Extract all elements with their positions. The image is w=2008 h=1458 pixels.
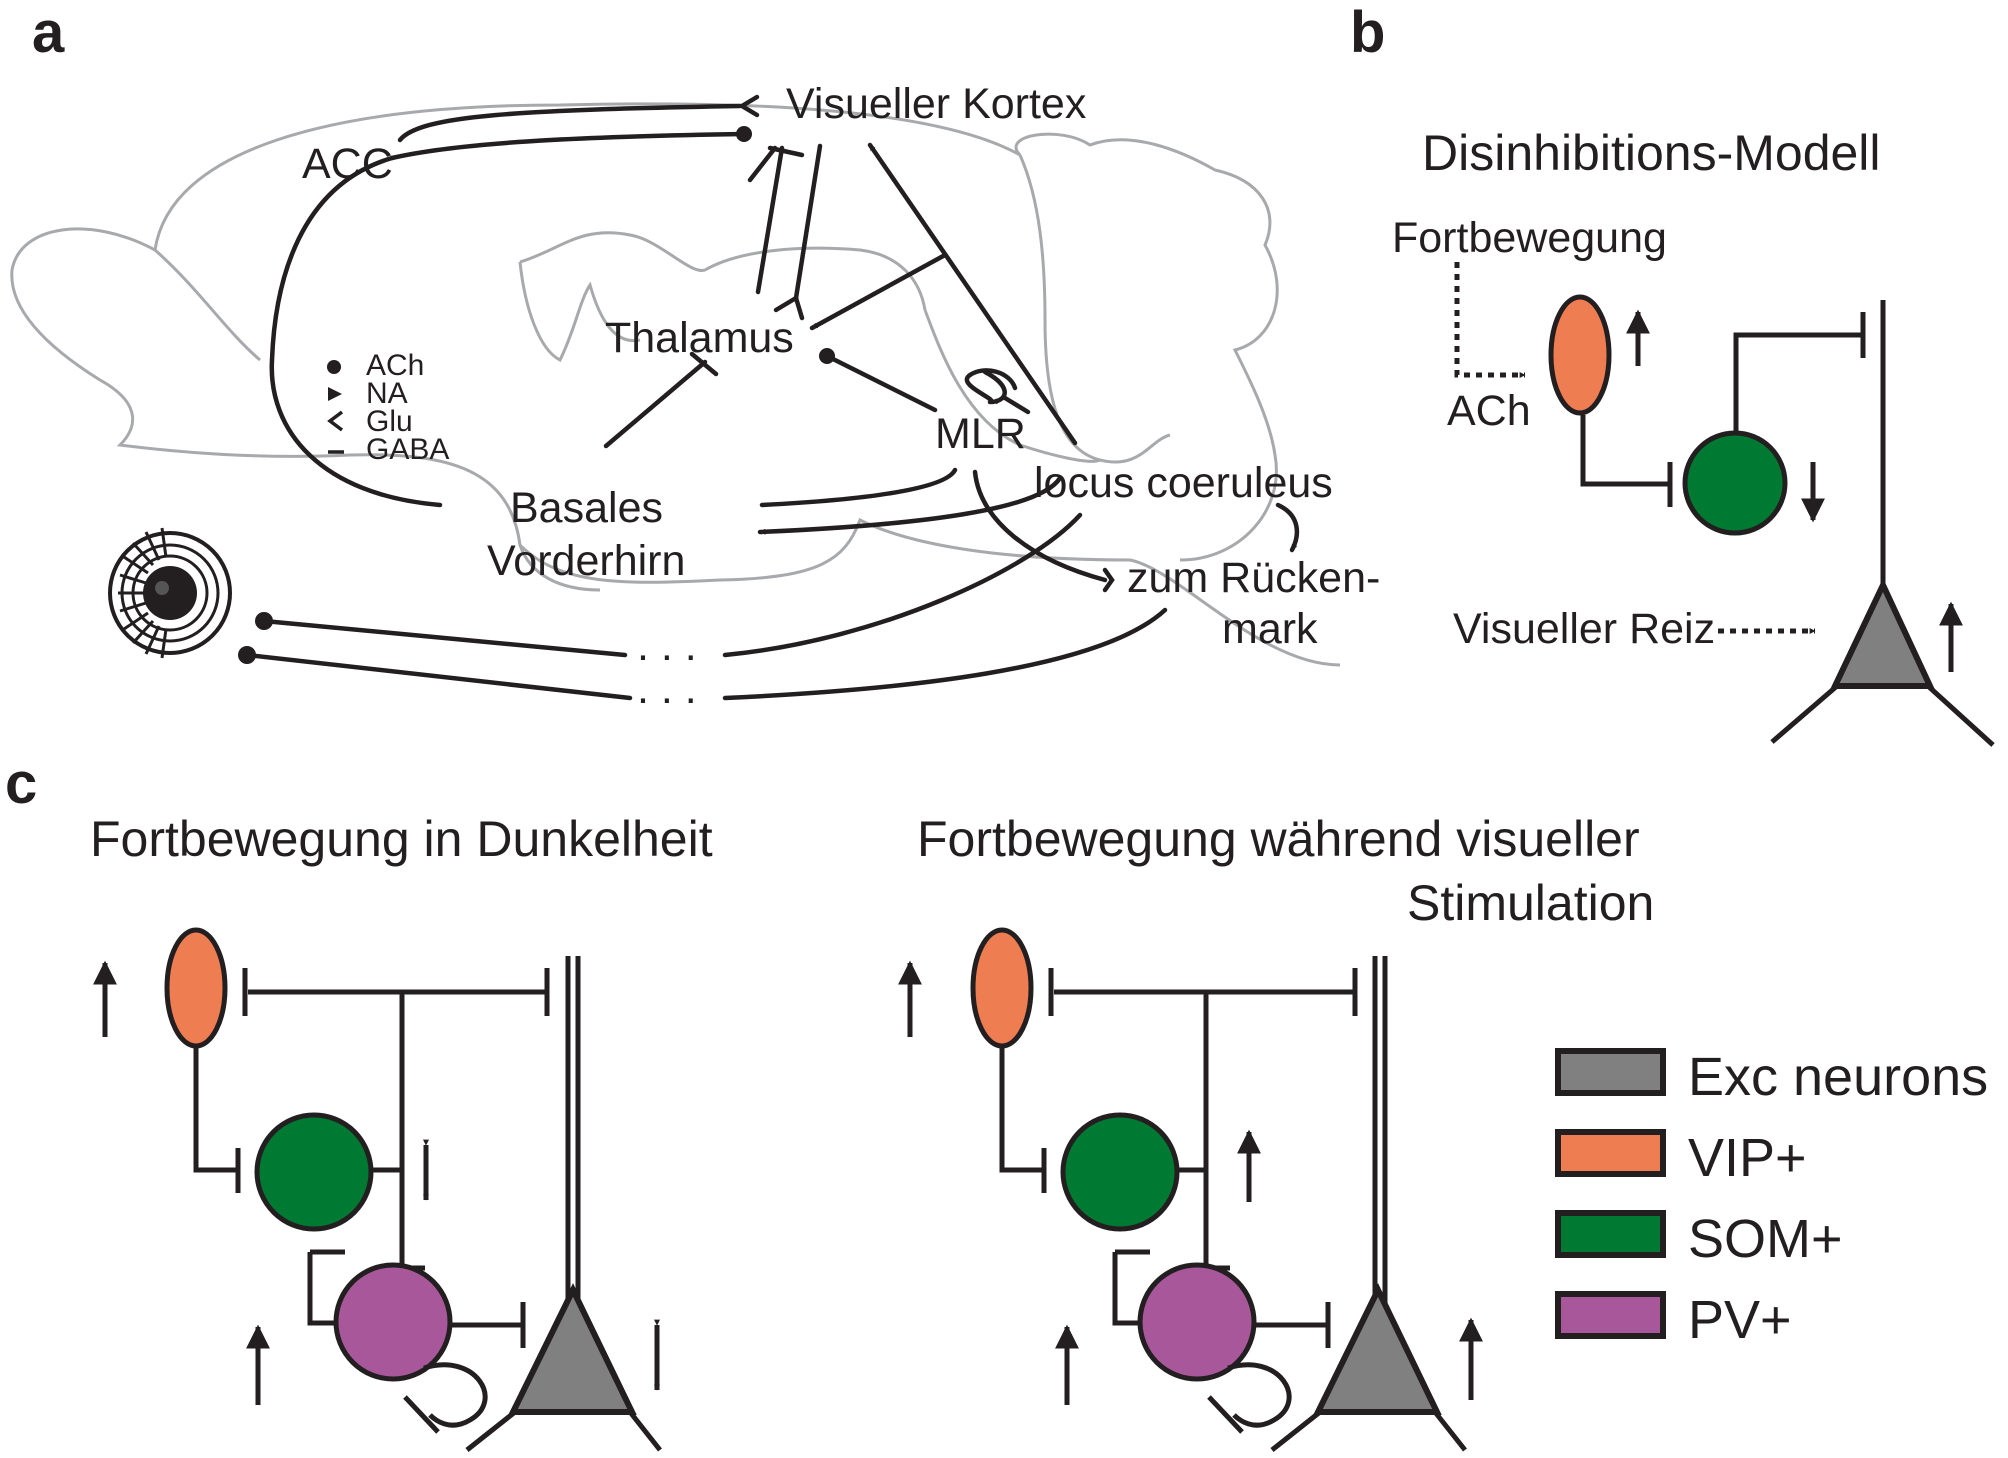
panel-b-letter: b (1350, 0, 1385, 65)
mlr-label: MLR (935, 410, 1026, 458)
legend-glu-label: Glu (366, 405, 413, 438)
ellipsis-lower: . . . (637, 665, 697, 713)
glu-chevron-icon (327, 410, 344, 432)
som-neuron-b (1682, 430, 1788, 536)
legend-swatch-vip (1555, 1129, 1666, 1177)
panel-c-letter: c (5, 751, 37, 816)
legend-ach-label: ACh (366, 349, 424, 382)
retina (108, 527, 232, 659)
legend-label-exc: Exc neurons (1688, 1047, 1988, 1107)
exc-neuron-b (1830, 577, 1935, 689)
basal-forebrain-label-line2: Vorderhirn (487, 537, 685, 585)
pv-neuron-c-left (333, 1262, 453, 1382)
region-labels: Visueller Kortex ACC Thalamus MLR locus … (302, 80, 1380, 653)
pv-neuron-c-right (1137, 1262, 1257, 1382)
visual-cortex-label: Visueller Kortex (786, 80, 1087, 128)
panel-c-right-title-line2: Stimulation (1407, 875, 1654, 931)
panel-c-left-title: Fortbewegung in Dunkelheit (90, 811, 713, 867)
legend-swatch-pv (1555, 1291, 1666, 1339)
legend-na-label: NA (366, 377, 408, 410)
spinal-cord-label-line2: mark (1222, 605, 1318, 653)
panel-a-letter: a (32, 0, 65, 65)
vip-neuron-b (1548, 294, 1612, 416)
cell-type-legend: Exc neurons VIP+ SOM+ PV+ (1555, 1047, 1988, 1350)
legend-swatch-exc (1555, 1048, 1666, 1096)
ellipsis-upper: . . . (637, 622, 697, 670)
cortical-pathways (269, 94, 1300, 593)
acc-label: ACC (302, 140, 393, 188)
legend-label-vip: VIP+ (1688, 1128, 1807, 1188)
panel-b-title: Disinhibitions-Modell (1422, 125, 1881, 181)
locomotion-label: Fortbewegung (1392, 214, 1667, 262)
panel-c-right-title-line1: Fortbewegung während visueller (917, 811, 1640, 867)
basal-forebrain-label-line1: Basales (510, 484, 663, 532)
circuit-visual-stimulation (898, 927, 1483, 1452)
optic-pathways: . . . . . . (238, 512, 1168, 713)
locus-coeruleus-label: locus coeruleus (1034, 459, 1333, 507)
visual-stimulus-label: Visueller Reiz (1453, 605, 1715, 653)
vip-neuron-c-right (970, 927, 1034, 1049)
exc-neuron-c-right (1313, 1283, 1442, 1415)
vip-neuron-c-left (164, 927, 228, 1049)
exc-neuron-c-left (508, 1283, 637, 1415)
spinal-cord-label-line1: zum Rücken- (1127, 554, 1380, 602)
transmitter-legend: ACh NA Glu GABA (327, 349, 449, 466)
disinhibition-circuit (1454, 262, 1995, 747)
som-neuron-c-left (254, 1112, 374, 1232)
na-triangle-icon (328, 387, 342, 401)
legend-gaba-label: GABA (366, 433, 449, 466)
thalamus-label: Thalamus (605, 314, 794, 362)
ach-label: ACh (1447, 387, 1531, 435)
ach-dot-icon (327, 360, 341, 374)
brain-outline (10, 102, 1341, 667)
legend-label-pv: PV+ (1688, 1290, 1792, 1350)
legend-label-som: SOM+ (1688, 1209, 1843, 1269)
som-neuron-c-right (1060, 1112, 1180, 1232)
legend-swatch-som (1555, 1210, 1666, 1258)
circuit-darkness (93, 927, 662, 1452)
